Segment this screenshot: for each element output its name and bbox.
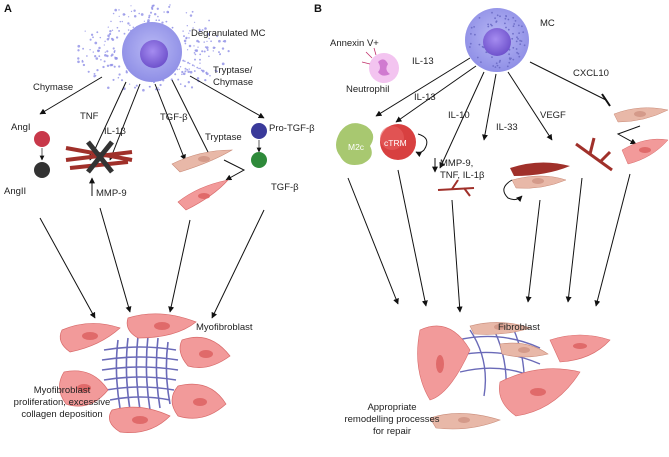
arrow-il33 xyxy=(482,73,497,141)
arrow-tryptase xyxy=(171,79,213,161)
pro-tgfb-label: Pro-TGF-β xyxy=(269,123,315,134)
tryptase-chymase-label-2: Chymase xyxy=(213,77,253,88)
arrow-il1b xyxy=(109,83,141,161)
vessel-branch-vegf-icon xyxy=(575,137,613,172)
tgfb-active-label: TGF-β xyxy=(271,182,299,193)
vessel-branch-small-icon xyxy=(437,179,475,197)
arrow-converge-2 xyxy=(99,207,132,313)
ctrm-autocrine-arrow xyxy=(415,133,428,158)
cxcl10-fibroblast-icon xyxy=(613,107,669,123)
il13-a-label: IL-13 xyxy=(412,56,434,67)
cxcl10-label: CXCL10 xyxy=(573,68,609,79)
il33-autocrine-arrow xyxy=(503,179,523,202)
arrow-b-converge-3 xyxy=(451,199,463,313)
myofibroblast-label: Myofibroblast xyxy=(196,322,253,333)
vegf-label: VEGF xyxy=(540,110,566,121)
m2c-macrophage-icon xyxy=(336,123,374,165)
mast-cell-icon xyxy=(465,8,529,72)
ctrm-cell-icon xyxy=(380,124,416,160)
tnf-label: TNF xyxy=(80,111,99,122)
arrow-tryptase-chymase xyxy=(189,75,265,119)
arrow-vegf xyxy=(507,71,553,141)
angi-icon xyxy=(34,131,50,147)
arrow-converge-1 xyxy=(39,217,96,319)
neutrophil-label: Neutrophil xyxy=(346,84,389,95)
mc-label: MC xyxy=(540,18,555,29)
tryptase-chymase-label-1: Tryptase/ xyxy=(213,65,253,76)
arrow-b-converge-2 xyxy=(397,169,428,307)
mmp-label-2: TNF, IL-1β xyxy=(440,170,485,181)
arrow-tgfb xyxy=(154,83,186,161)
il33-label: IL-33 xyxy=(496,122,518,133)
cxcl10-myofibroblast-icon xyxy=(621,138,669,165)
fibroblast-tan-icon xyxy=(171,149,234,173)
angi-label: AngI xyxy=(11,122,31,133)
outcome-a-line-2: proliferation, excessive xyxy=(14,397,111,408)
arrow-il10 xyxy=(439,71,485,169)
arrow-b-converge-1 xyxy=(347,177,399,305)
inhibit-cxcl10 xyxy=(529,61,607,101)
arrow-cxcl10-activation xyxy=(616,125,641,145)
tgfb-label: TGF-β xyxy=(160,112,188,123)
mmp9-crossed-collagen-icon xyxy=(65,140,133,174)
fibroblast-cluster-icon xyxy=(417,322,611,430)
inhibit-bar xyxy=(601,93,611,107)
pro-tgfb-icon xyxy=(251,123,267,139)
outcome-b-line-1: Appropriate xyxy=(367,402,416,413)
panel-a-letter: A xyxy=(4,3,12,15)
arrow-b-converge-6 xyxy=(594,173,631,307)
arrow-b-converge-5 xyxy=(565,177,583,303)
annexin-label: Annexin V+ xyxy=(330,38,379,49)
arrow-il13-m2c xyxy=(375,57,471,117)
neutrophil-icon xyxy=(361,47,399,83)
tryptase-label: Tryptase xyxy=(205,132,242,143)
outcome-b-line-3: for repair xyxy=(373,426,411,437)
il1b-label: IL-1β xyxy=(104,126,126,137)
arrow-tnf xyxy=(89,81,127,161)
angii-label: AngII xyxy=(4,186,26,197)
ctrm-label: cTRM xyxy=(384,138,407,148)
myofibroblast-cluster-icon xyxy=(59,313,231,433)
myofibroblast-small-icon xyxy=(177,179,229,211)
outcome-b-line-2: remodelling processes xyxy=(344,414,439,425)
degranulated-mc-label: Degranulated MC xyxy=(191,28,266,39)
arrow-b-converge-4 xyxy=(525,199,541,303)
il13-b-label: IL-13 xyxy=(414,92,436,103)
tgfb-active-icon xyxy=(251,152,267,168)
chymase-label: Chymase xyxy=(33,82,73,93)
arrow-converge-4 xyxy=(211,209,265,319)
mmp-label-1: MMP-9, xyxy=(440,158,473,169)
arrow-converge-3 xyxy=(168,219,191,313)
fibroblast-label: Fibroblast xyxy=(498,322,540,333)
degranulated-mast-cell-icon xyxy=(77,4,230,92)
il33-fibroblast-pair-icon xyxy=(510,162,570,189)
m2c-label: M2c xyxy=(348,142,365,152)
arrow-il13-ctrm xyxy=(395,65,477,123)
arrow-chymase xyxy=(39,76,103,115)
outcome-a-line-1: Myofibroblast xyxy=(34,385,91,396)
il10-label: IL-10 xyxy=(448,110,470,121)
mmp9-label: MMP-9 xyxy=(96,188,127,199)
panel-b-letter: B xyxy=(314,3,322,15)
arrow-fibroblast-activation xyxy=(223,159,246,181)
outcome-a-line-3: collagen deposition xyxy=(21,409,102,420)
angii-icon xyxy=(34,162,50,178)
